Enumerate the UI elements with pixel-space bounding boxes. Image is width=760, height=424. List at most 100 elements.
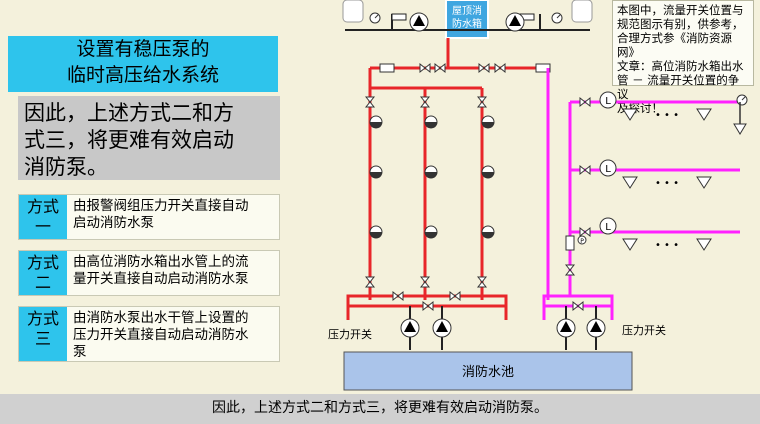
sprinkler-icon <box>424 225 438 239</box>
red-bottom-manifold <box>346 294 508 320</box>
test-valve-icon <box>733 123 747 135</box>
gate-valve-icon <box>579 97 591 107</box>
roof-tank-label-2: 防水箱 <box>452 17 482 30</box>
flow-meter-label: L <box>605 222 611 233</box>
slide-title: 设置有稳压泵的 临时高压给水系统 <box>8 36 278 92</box>
riser-valve-icon <box>420 276 430 288</box>
gate-valve-icon <box>579 227 591 237</box>
sprinkler-head-icon <box>622 238 638 251</box>
note-line-6: 及探讨！ <box>617 101 663 115</box>
gate-valve-icon <box>392 291 404 301</box>
method-1-tag-line-1: 方式 <box>26 197 59 216</box>
title-line-1: 设置有稳压泵的 <box>76 38 210 60</box>
pressure-gauge-icon <box>551 12 563 24</box>
sprinkler-icon <box>424 165 438 179</box>
method-3-desc-line-1: 由消防水泵出水干管上设置的 <box>73 310 249 326</box>
method-2-tag-line-1: 方式 <box>26 253 59 272</box>
fire-pump-icon <box>556 318 576 338</box>
method-1: 方式 一 由报警阀组压力开关直接自动 启动消防水泵 <box>18 194 280 240</box>
fire-pump-icon <box>586 318 606 338</box>
sprinkler-icon <box>369 165 383 179</box>
pressure-gauge-label: P <box>580 238 584 245</box>
method-1-desc-line-2: 启动消防水泵 <box>73 215 154 231</box>
method-1-desc: 由报警阀组压力开关直接自动 启动消防水泵 <box>73 198 277 232</box>
sprinkler-icon <box>481 165 495 179</box>
summary-box: 因此，上述方式二和方 式三，将更难有效启动 消防泵。 <box>18 96 280 180</box>
method-3: 方式 三 由消防水泵出水干管上设置的 压力开关直接自动启动消防水 泵 <box>18 306 280 362</box>
gate-valve-icon <box>449 291 461 301</box>
riser-valve-icon <box>477 276 487 288</box>
sprinkler-icon <box>481 225 495 239</box>
method-3-tag-line-1: 方式 <box>26 309 59 328</box>
pressure-gauge-riser: P <box>565 235 587 251</box>
method-2-desc-line-1: 由高位消防水箱出水管上的流 <box>73 254 249 270</box>
gate-valve-icon <box>579 165 591 175</box>
method-3-desc: 由消防水泵出水干管上设置的 压力开关直接自动启动消防水 泵 <box>73 310 277 361</box>
gate-valve-icon <box>478 63 490 73</box>
method-3-desc-line-3: 泵 <box>73 344 87 360</box>
method-1-tag-line-2: 一 <box>34 217 51 236</box>
flow-meter-label: L <box>605 96 611 107</box>
flow-switch-icon <box>535 63 551 73</box>
flow-meter-3: L <box>599 217 617 235</box>
sprinkler-icon <box>481 115 495 129</box>
method-2-tag-line-2: 二 <box>34 273 51 292</box>
more-heads-ellipsis: • • • <box>655 240 679 251</box>
summary-line-2: 式三，将更难有效启动 <box>24 128 234 152</box>
gate-valve-icon <box>434 63 446 73</box>
title-line-2: 临时高压给水系统 <box>66 64 219 86</box>
pressure-switch-label-right: 压力开关 <box>622 323 666 337</box>
summary-line-1: 因此，上述方式二和方 <box>24 101 234 125</box>
method-3-tag: 方式 三 <box>19 307 67 361</box>
riser-valve-icon <box>420 96 430 108</box>
more-heads-ellipsis: • • • <box>655 178 679 189</box>
fire-pump-icon <box>432 318 452 338</box>
method-3-tag-line-2: 三 <box>34 329 51 348</box>
pressure-switch-label-left: 压力开关 <box>328 327 372 341</box>
top-tank-left <box>342 0 364 23</box>
check-valve-icon <box>519 13 535 21</box>
note-line-4: 文章：高位消防水箱出水 <box>617 59 744 73</box>
note-box: 本图中，流量开关位置与 规范图示有别，供参考， 合理方式参《消防资源网》 文章：… <box>612 0 754 115</box>
gate-valve-icon <box>422 301 434 311</box>
sprinkler-icon <box>369 115 383 129</box>
note-line-5: 管 － 流量开关位置的争议 <box>617 73 740 101</box>
method-2: 方式 二 由高位消防水箱出水管上的流 量开关直接自动启动消防水泵 <box>18 250 280 296</box>
sprinkler-head-icon <box>696 238 712 251</box>
method-2-desc-line-2: 量开关直接自动启动消防水泵 <box>73 271 249 287</box>
flow-meter-label: L <box>605 164 611 175</box>
riser-valve-icon <box>477 96 487 108</box>
flow-switch-icon <box>379 63 395 73</box>
gate-valve-icon <box>494 63 506 73</box>
roof-tank-label-1: 屋顶消 <box>452 4 482 17</box>
top-tank-right <box>571 0 593 23</box>
check-valve-icon <box>391 13 407 21</box>
method-2-tag: 方式 二 <box>19 251 67 295</box>
sprinkler-head-icon <box>622 176 638 189</box>
flow-meter-1: L <box>599 91 617 109</box>
fire-water-pool <box>343 351 633 391</box>
method-1-tag: 方式 一 <box>19 195 67 239</box>
sprinkler-icon <box>424 115 438 129</box>
pool-label: 消防水池 <box>462 364 514 380</box>
gate-valve-icon <box>419 63 431 73</box>
riser-valve-icon <box>565 264 575 276</box>
method-1-desc-line-1: 由报警阀组压力开关直接自动 <box>73 198 249 214</box>
sprinkler-icon <box>369 225 383 239</box>
riser-valve-icon <box>365 276 375 288</box>
gate-valve-icon <box>572 301 584 311</box>
flow-meter-2: L <box>599 159 617 177</box>
fire-pump-icon <box>400 318 420 338</box>
method-3-desc-line-2: 压力开关直接自动启动消防水 <box>73 327 249 343</box>
sprinkler-head-icon <box>696 176 712 189</box>
note-line-3: 合理方式参《消防资源网》 <box>617 31 732 59</box>
riser-valve-icon <box>365 96 375 108</box>
footer-caption: 因此，上述方式二和方式三，将更难有效启动消防泵。 <box>0 394 760 424</box>
stabilizing-pump-icon <box>505 12 525 32</box>
stabilizing-pump-icon <box>409 12 429 32</box>
note-line-2: 规范图示有别，供参考， <box>617 17 744 31</box>
method-2-desc: 由高位消防水箱出水管上的流 量开关直接自动启动消防水泵 <box>73 254 277 288</box>
pressure-gauge-icon <box>369 12 381 24</box>
roof-tank <box>445 0 489 39</box>
